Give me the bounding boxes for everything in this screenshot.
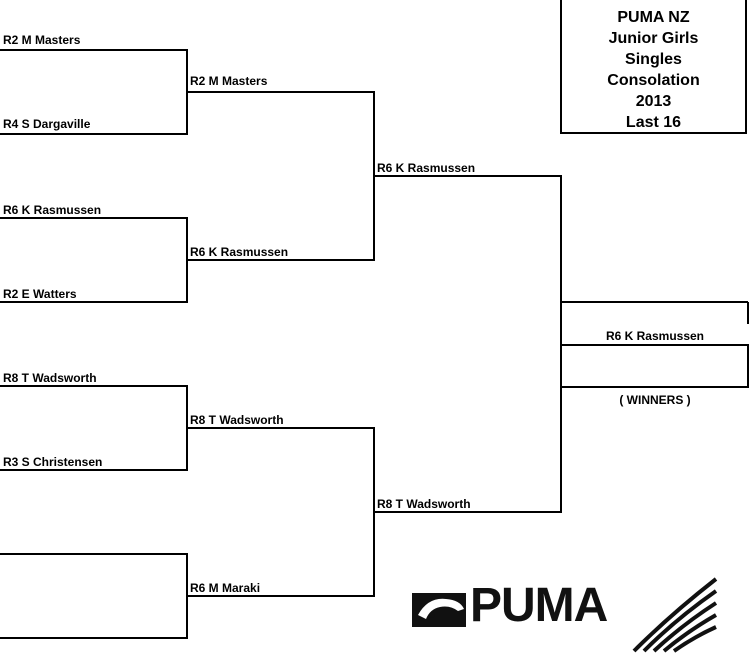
winner-name: R6 K Rasmussen [605, 329, 705, 343]
round1-entry: R3 S Christensen [3, 455, 103, 469]
winners-caption: ( WINNERS ) [619, 393, 691, 407]
round1-entry: R4 S Dargaville [3, 117, 91, 131]
round3-entry: R8 T Wadsworth [377, 497, 471, 511]
title-line-3: Singles [625, 51, 682, 68]
round1-entry: R2 M Masters [3, 33, 81, 47]
puma-brand-text: PUMA [470, 579, 608, 632]
round2-entry: R6 K Rasmussen [190, 245, 289, 259]
puma-cat-icon [412, 593, 466, 627]
title-line-4: Consolation [607, 72, 700, 89]
title-line-2: Junior Girls [608, 30, 699, 47]
title-line-6: Last 16 [625, 114, 682, 131]
round1-entry: R8 T Wadsworth [3, 371, 97, 385]
title-line-1: PUMA NZ [617, 9, 690, 26]
round1-entry: R2 E Watters [3, 287, 77, 301]
round2-entry: R2 M Masters [190, 74, 268, 88]
round3-entry: R6 K Rasmussen [377, 161, 476, 175]
puma-swoosh-icon [632, 577, 718, 653]
title-line-5: 2013 [635, 93, 672, 110]
round1-entry: R6 K Rasmussen [3, 203, 102, 217]
round2-entry: R6 M Maraki [190, 581, 261, 595]
round2-entry: R8 T Wadsworth [190, 413, 284, 427]
title-box: PUMA NZ Junior Girls Singles Consolation… [560, 0, 747, 134]
